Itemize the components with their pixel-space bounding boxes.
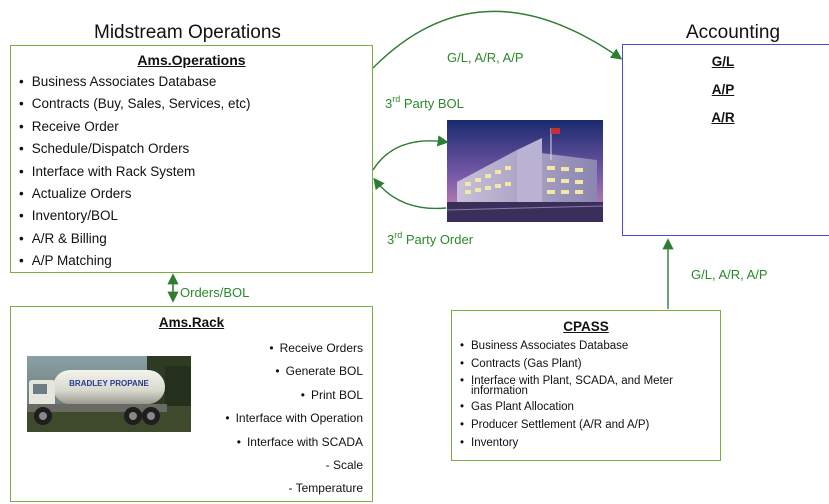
ams-rack-list: Receive Orders Generate BOL Print BOL In… <box>225 337 363 501</box>
list-item: - Temperature <box>288 481 363 496</box>
accounting-ar: A/R <box>711 110 735 125</box>
accounting-heading: Accounting <box>686 22 781 43</box>
accounting-gl: G/L <box>711 54 735 69</box>
list-item: A/R & Billing <box>19 228 372 250</box>
list-item: Business Associates Database <box>19 71 372 93</box>
list-item: Interface with Operation <box>225 407 363 430</box>
cpass-title: CPASS <box>563 319 609 334</box>
propane-truck-image: BRADLEY PROPANE <box>27 356 191 432</box>
list-item: Receive Order <box>19 116 372 138</box>
list-item: Inventory/BOL <box>19 205 372 227</box>
ops-to-accounting-label: G/L, A/R, A/P <box>447 50 524 65</box>
cpass-box: CPASS Business Associates Database Contr… <box>451 310 721 461</box>
list-item: Receive Orders <box>225 337 363 360</box>
office-building-image <box>447 120 603 222</box>
midstream-heading: Midstream Operations <box>94 22 281 43</box>
orders-bol-label: Orders/BOL <box>180 285 250 300</box>
list-item: Producer Settlement (A/R and A/P) <box>460 419 710 432</box>
ams-rack-box: Ams.Rack Receive Orders Generate BOL Pri… <box>10 306 373 502</box>
list-item: Generate BOL <box>225 360 363 383</box>
list-item: - Scale <box>325 457 363 472</box>
accounting-ap: A/P <box>711 82 735 97</box>
list-item: Interface with Rack System <box>19 161 372 183</box>
accounting-list: G/L A/P A/R <box>623 48 823 132</box>
list-item: A/P Matching <box>19 250 372 272</box>
list-item: Gas Plant Allocation <box>460 401 710 414</box>
list-item: Contracts (Buy, Sales, Services, etc) <box>19 93 372 115</box>
list-item: Business Associates Database <box>460 340 710 353</box>
third-party-order-num: 3 <box>387 232 395 247</box>
third-party-bol-arrow <box>372 135 449 171</box>
third-party-order-rest: Party Order <box>402 232 474 247</box>
accounting-box: G/L A/P A/R <box>622 44 829 236</box>
third-party-order-label: 3rd Party Order <box>387 230 474 247</box>
third-party-order-arrow <box>373 177 447 210</box>
ams-operations-list: Business Associates Database Contracts (… <box>19 71 372 273</box>
list-item: Inventory <box>460 437 710 450</box>
truck-logo-text: BRADLEY PROPANE <box>69 379 149 388</box>
ams-rack-title: Ams.Rack <box>158 315 225 330</box>
list-item: Schedule/Dispatch Orders <box>19 138 372 160</box>
list-item: Contracts (Gas Plant) <box>460 358 710 371</box>
cpass-to-accounting-label: G/L, A/R, A/P <box>691 267 768 282</box>
cpass-list: Business Associates Database Contracts (… <box>460 340 710 450</box>
third-party-bol-num: 3 <box>385 96 393 111</box>
list-item: Actualize Orders <box>19 183 372 205</box>
third-party-order-sup: rd <box>394 230 403 240</box>
list-item: Interface with Plant, SCADA, and Meter i… <box>460 375 710 397</box>
list-item: Print BOL <box>225 384 363 407</box>
ops-to-accounting-arrow <box>372 10 623 69</box>
list-item: Interface with SCADA <box>225 431 363 454</box>
ams-operations-box: Ams.Operations Business Associates Datab… <box>10 45 373 273</box>
third-party-bol-sup: rd <box>392 94 401 104</box>
third-party-bol-rest: Party BOL <box>400 96 464 111</box>
ams-operations-title: Ams.Operations <box>137 52 246 68</box>
third-party-bol-label: 3rd Party BOL <box>385 94 464 111</box>
